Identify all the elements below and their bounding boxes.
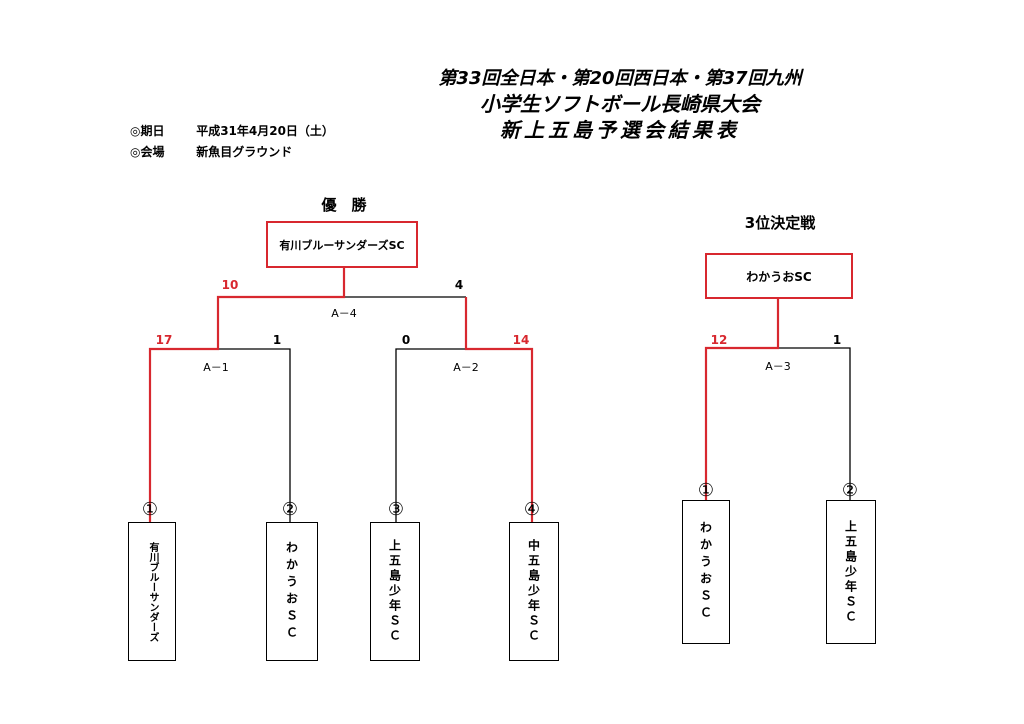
team-box-2: わかうおＳＣ: [266, 522, 318, 661]
venue-label: ◎会場: [130, 145, 165, 159]
third-team-box-2: 上五島少年ＳＣ: [826, 500, 876, 644]
tournament-title-line2: 小学生ソフトボール長崎県大会: [480, 92, 760, 116]
line-3rd-team2: [778, 347, 851, 502]
third-place-heading: 3位決定戦: [744, 214, 816, 232]
date-row: ◎期日 平成31年4月20日（土）: [130, 122, 334, 139]
semi2-game-label: A－2: [453, 361, 479, 374]
date-value: 平成31年4月20日（土）: [196, 124, 334, 138]
line-team4-win: [464, 297, 534, 525]
seed-3: ③: [387, 499, 405, 520]
seed-4: ④: [523, 499, 541, 520]
team-name-1: 有川ブルーサンダーズ: [147, 541, 158, 642]
third-score-left: 12: [710, 333, 728, 347]
third-game-label: A－3: [765, 360, 791, 373]
semi1-score-right: 1: [272, 333, 282, 347]
seed-2: ②: [281, 499, 299, 520]
date-label: ◎期日: [130, 124, 165, 138]
seed-1: ①: [141, 499, 159, 520]
third-team-name-1: わかうおＳＣ: [698, 521, 713, 623]
third-seed-2: ②: [841, 480, 859, 501]
team-box-4: 中五島少年ＳＣ: [509, 522, 559, 661]
third-score-right: 1: [832, 333, 842, 347]
team-box-3: 上五島少年ＳＣ: [370, 522, 420, 661]
venue-row: ◎会場 新魚目グラウンド: [130, 143, 292, 160]
semi1-game-label: A－1: [203, 361, 229, 374]
third-team-box-1: わかうおＳＣ: [682, 500, 730, 644]
line-team3: [395, 348, 466, 525]
third-team-name-2: 上五島少年ＳＣ: [843, 519, 858, 625]
champion-heading: 優 勝: [321, 196, 367, 214]
tournament-title-line1: 第33回全日本・第20回西日本・第37回九州: [438, 68, 802, 89]
line-team2: [218, 348, 291, 525]
team-name-3: 上五島少年ＳＣ: [387, 539, 402, 644]
third-place-winner-box: わかうおSC: [705, 253, 853, 299]
line-team1-win: [148, 267, 346, 525]
team-name-2: わかうおＳＣ: [284, 540, 299, 643]
final-score-right: 4: [454, 278, 464, 292]
champion-box: 有川ブルーサンダーズSC: [266, 221, 418, 268]
third-seed-1: ①: [697, 480, 715, 501]
line-3rd-team1-win: [704, 299, 780, 502]
venue-value: 新魚目グラウンド: [196, 145, 293, 159]
tournament-title-line3: 新上五島予選会結果表: [500, 118, 740, 142]
semi1-score-left: 17: [155, 333, 173, 347]
final-score-left: 10: [221, 278, 239, 292]
semi2-score-right: 14: [512, 333, 530, 347]
champion-name: 有川ブルーサンダーズSC: [279, 238, 405, 252]
semi2-score-left: 0: [401, 333, 411, 347]
team-box-1: 有川ブルーサンダーズ: [128, 522, 176, 661]
final-game-label: A－4: [331, 307, 357, 320]
third-place-winner-name: わかうおSC: [746, 269, 812, 284]
team-name-4: 中五島少年ＳＣ: [526, 539, 541, 644]
